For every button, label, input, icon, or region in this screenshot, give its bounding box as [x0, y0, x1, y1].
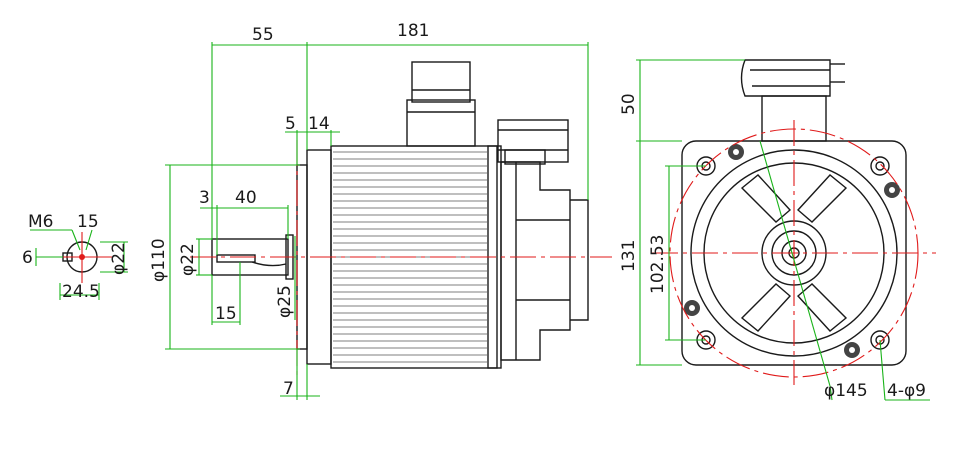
- power-connector-base: [406, 99, 476, 147]
- side-view: 55 181 5 14 3 40 15 7 φ110 φ22 φ25: [149, 21, 612, 400]
- mounting-holes: [684, 144, 900, 358]
- front-connector-plug: [740, 59, 831, 97]
- dim-pcd: φ145: [824, 381, 868, 401]
- dim-key-length: 40: [235, 188, 257, 208]
- dim-flange-thickness: 7: [283, 379, 294, 399]
- dim-connector-height: 50: [619, 93, 639, 115]
- front-spokes: [740, 174, 848, 332]
- dim-flange-5: 5: [285, 114, 296, 134]
- dim-end-15: 15: [77, 212, 99, 232]
- dim-shaft-root: φ25: [275, 285, 295, 318]
- dim-frame-height: 131: [619, 240, 639, 272]
- dim-shaft-length: 55: [252, 25, 274, 45]
- dim-key-offset: 3: [199, 188, 210, 208]
- dim-end-dia: φ22: [109, 242, 129, 275]
- dim-hole-spacing: 102.53: [648, 235, 668, 294]
- shaft-end-view: M6 15 6 24.5 φ22: [22, 212, 129, 302]
- encoder-cover: [570, 199, 589, 321]
- dim-overall-length: 181: [397, 21, 429, 41]
- dim-end-6: 6: [22, 248, 33, 268]
- dim-mount-holes: 4-φ9: [887, 381, 926, 401]
- dim-end-thread: M6: [28, 212, 53, 232]
- dim-end-24-5: 24.5: [62, 282, 100, 302]
- power-connector-plug: [411, 61, 471, 103]
- dim-flange-spigot: φ110: [149, 238, 169, 282]
- front-view: 50 131 102.53 φ145 4-φ9: [619, 59, 936, 401]
- encoder-connector: [497, 119, 569, 163]
- dim-flange-14: 14: [308, 114, 330, 134]
- shaft-keyway-curve: [251, 261, 287, 267]
- dim-key-start: 15: [215, 304, 237, 324]
- dim-shaft-dia-side: φ22: [178, 243, 198, 276]
- encoder-housing: [500, 161, 571, 361]
- shaft-key: [216, 254, 256, 263]
